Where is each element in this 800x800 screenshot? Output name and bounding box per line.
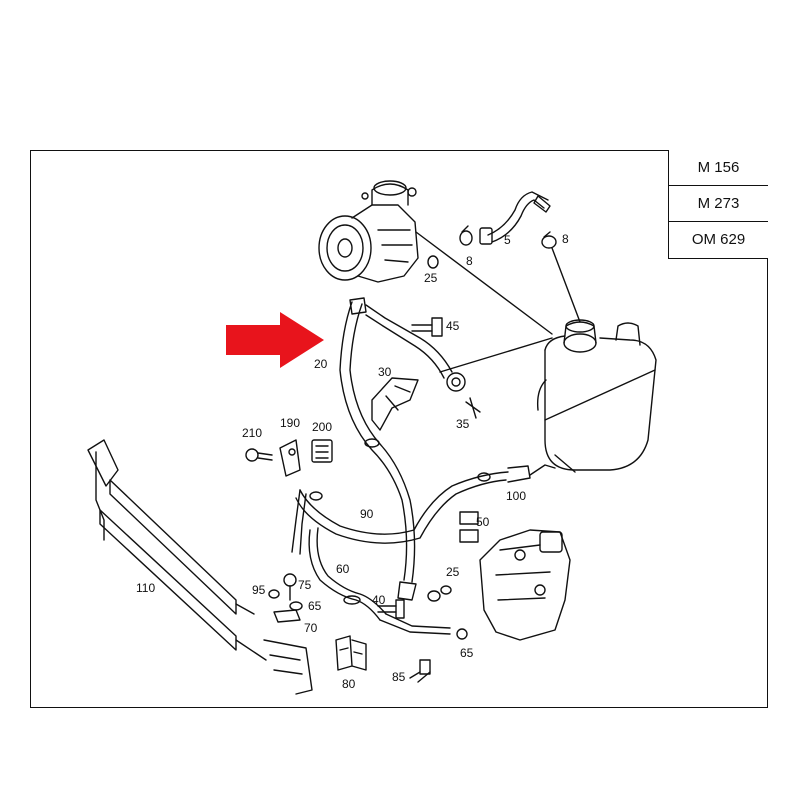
highlight-arrow [226,312,324,368]
bracket-190 [279,439,301,477]
banjo-fitting-35 [446,372,481,419]
pressure-hose-20 [339,297,453,601]
callout-25b: 25 [446,565,460,579]
callout-8b: 8 [562,232,569,246]
clamp-70 [273,609,301,623]
bolt-85 [409,659,431,683]
power-steering-pump [318,180,419,283]
callout-90: 90 [360,507,374,521]
callout-60: 60 [336,562,350,576]
callout-190: 190 [280,416,300,430]
callout-85: 85 [392,670,406,684]
callout-5: 5 [504,233,511,247]
bolt-45 [411,317,443,337]
callout-70: 70 [304,621,318,635]
callout-210: 210 [242,426,262,440]
engine-code-om629: OM 629 [691,231,746,248]
leader-line-3 [439,337,553,373]
bracket-30 [371,377,419,431]
engine-code-table: M 156 M 273 OM 629 [668,150,768,259]
callout-200: 200 [312,420,332,434]
callout-45: 45 [446,319,460,333]
callout-labels: 5 8 8 25 45 20 30 35 210 190 200 100 90 … [136,232,569,691]
oil-cooler-110 [87,439,313,695]
callout-50: 50 [476,515,490,529]
fluid-reservoir [529,319,657,476]
rubber-mount-200 [311,439,333,463]
washer-65a [289,601,303,611]
diagram-frame [30,150,768,708]
callout-65b: 65 [460,646,474,660]
callout-75: 75 [298,578,312,592]
bolt-40 [377,599,405,619]
callout-80: 80 [342,677,356,691]
callout-65a: 65 [308,599,322,613]
return-hose-5 [479,191,551,245]
line-60 [308,527,451,635]
callout-35: 35 [456,417,470,431]
seal-ring-25a [427,255,439,269]
callout-95: 95 [252,583,266,597]
engine-code-m156: M 156 [669,150,768,186]
callout-110: 110 [136,581,155,595]
callout-40: 40 [372,593,386,607]
callout-100: 100 [506,489,526,503]
seal-ring-25b [440,585,452,595]
callout-20: 20 [314,357,328,371]
washer-65b [456,628,468,640]
bracket-95 [268,589,280,599]
callout-25a: 25 [424,271,438,285]
leader-line-2 [551,247,581,323]
callout-30: 30 [378,365,392,379]
clip-50 [459,511,479,543]
engine-code-m273: M 273 [669,186,768,222]
return-line-90 [291,465,531,555]
steering-gear [479,529,571,641]
bolt-210 [245,448,273,462]
mount-80 [335,635,367,671]
callout-8a: 8 [466,254,473,268]
leader-line-1 [415,231,553,335]
fitting-25b [427,590,441,602]
bolt-75 [283,573,297,601]
hose-clamp-8b [541,231,557,249]
hose-clamp-8a [459,225,473,246]
